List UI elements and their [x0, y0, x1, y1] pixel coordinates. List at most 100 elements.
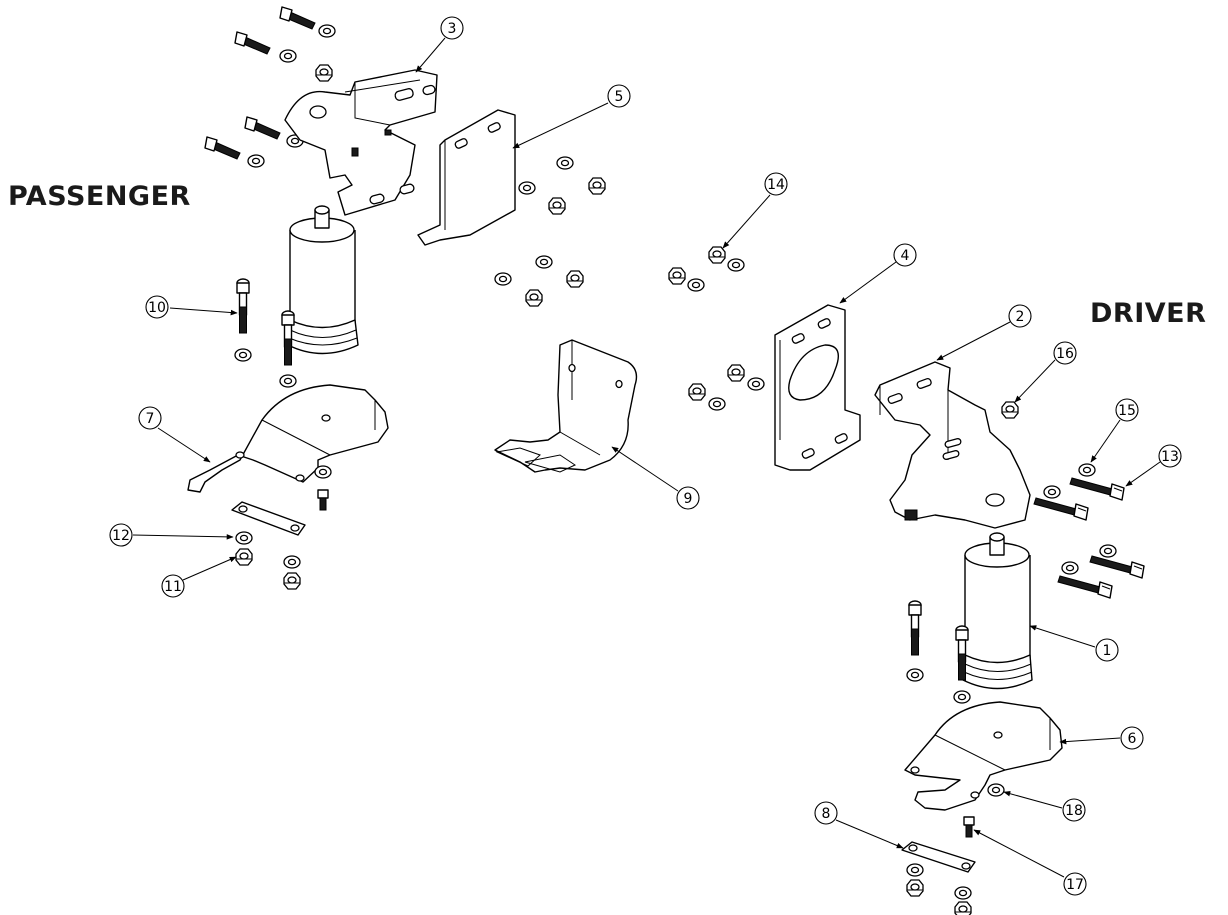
svg-text:3: 3	[448, 21, 457, 37]
passenger-bolt-2	[234, 31, 271, 55]
svg-text:7: 7	[146, 411, 155, 427]
svg-text:4: 4	[901, 248, 910, 264]
driver-lower-washer-left	[906, 668, 924, 682]
svg-text:18: 18	[1065, 803, 1083, 819]
svg-text:11: 11	[164, 579, 182, 595]
driver-washer-c	[1099, 544, 1117, 558]
center-washer-c	[535, 255, 553, 269]
center-washer-a	[556, 156, 574, 170]
driver-lower-washer-right	[953, 690, 971, 704]
svg-text:6: 6	[1128, 731, 1137, 747]
center-washer-d	[494, 272, 512, 286]
center-washer-g	[708, 397, 726, 411]
svg-text:5: 5	[615, 89, 624, 105]
callout-15: 15	[1115, 398, 1139, 422]
driver-strap	[901, 841, 976, 873]
center-washer-f	[747, 377, 765, 391]
svg-text:12: 12	[112, 528, 130, 544]
driver-lower-bolt-left	[908, 600, 922, 656]
center-nut-a	[588, 177, 606, 195]
passenger-air-spring	[287, 205, 359, 355]
callout-16: 16	[1053, 341, 1077, 365]
passenger-lower-washer-bolt	[314, 465, 332, 479]
callout-2: 2	[1008, 304, 1032, 328]
passenger-washer-1	[318, 24, 336, 38]
driver-bolt-d	[1057, 575, 1113, 599]
callout-4: 4	[893, 243, 917, 267]
driver-upper-bracket	[874, 361, 1031, 529]
callout-7: 7	[138, 406, 162, 430]
driver-short-bolt-17	[963, 816, 975, 838]
center-mount-bracket	[494, 339, 638, 473]
passenger-lower-washer-left	[234, 348, 252, 362]
callout-11: 11	[161, 574, 185, 598]
passenger-side-plate	[417, 109, 516, 246]
svg-text:2: 2	[1016, 309, 1025, 325]
driver-washer-d	[1061, 561, 1079, 575]
callout-8: 8	[814, 801, 838, 825]
callout-18: 18	[1062, 798, 1086, 822]
passenger-strap-nut-right	[283, 572, 301, 590]
svg-text:17: 17	[1066, 877, 1084, 893]
driver-washer-15	[1078, 463, 1096, 477]
callout-1: 1	[1095, 638, 1119, 662]
center-washer-b	[518, 181, 536, 195]
center-nut-g	[688, 383, 706, 401]
driver-washer-b	[1043, 485, 1061, 499]
driver-bolt-b	[1033, 497, 1089, 521]
driver-strap-nut-right	[954, 901, 972, 915]
callout-3: 3	[440, 16, 464, 40]
driver-bolt-13	[1069, 477, 1125, 501]
passenger-upper-bracket	[284, 69, 438, 216]
passenger-short-bolt	[317, 489, 329, 511]
svg-text:13: 13	[1161, 449, 1179, 465]
passenger-strap-washer-right	[283, 555, 301, 569]
passenger-strap-nut-left	[235, 548, 253, 566]
passenger-strap-washer-left	[235, 531, 253, 545]
passenger-bolt-3	[244, 116, 281, 140]
passenger-lower-bolt-left	[236, 278, 250, 334]
callout-12: 12	[109, 523, 133, 547]
passenger-nut-top	[315, 64, 333, 82]
center-nut-d	[525, 289, 543, 307]
passenger-lower-washer-right	[279, 374, 297, 388]
passenger-label: PASSENGER	[8, 181, 191, 212]
passenger-strap	[231, 501, 306, 536]
passenger-bolt-1	[279, 6, 316, 30]
svg-text:10: 10	[148, 300, 166, 316]
callout-6: 6	[1120, 726, 1144, 750]
driver-strap-washer-right	[954, 886, 972, 900]
center-nut-14	[708, 246, 726, 264]
passenger-washer-4	[247, 154, 265, 168]
driver-air-spring	[962, 532, 1033, 690]
driver-nut-16	[1001, 401, 1019, 419]
callout-5: 5	[607, 84, 631, 108]
svg-text:9: 9	[684, 491, 693, 507]
callout-17: 17	[1063, 872, 1087, 896]
passenger-washer-2	[279, 49, 297, 63]
passenger-lower-bracket	[187, 384, 389, 493]
center-nut-e	[668, 267, 686, 285]
svg-text:1: 1	[1103, 643, 1112, 659]
driver-bolt-c	[1089, 555, 1145, 579]
svg-text:15: 15	[1118, 403, 1136, 419]
driver-strap-washer-left	[906, 863, 924, 877]
center-washer-14	[727, 258, 745, 272]
driver-label: DRIVER	[1090, 298, 1206, 329]
center-nut-f	[727, 364, 745, 382]
center-nut-b	[548, 197, 566, 215]
callout-10: 10	[145, 295, 169, 319]
callout-9: 9	[676, 486, 700, 510]
svg-text:16: 16	[1056, 346, 1074, 362]
svg-text:14: 14	[767, 177, 785, 193]
driver-side-plate	[774, 304, 861, 471]
callout-14: 14	[764, 172, 788, 196]
driver-lower-bracket	[904, 701, 1063, 811]
center-nut-c	[566, 270, 584, 288]
driver-washer-18	[987, 783, 1005, 797]
callout-13: 13	[1158, 444, 1182, 468]
svg-text:8: 8	[822, 806, 831, 822]
center-washer-e	[687, 278, 705, 292]
passenger-bolt-4	[204, 136, 241, 160]
